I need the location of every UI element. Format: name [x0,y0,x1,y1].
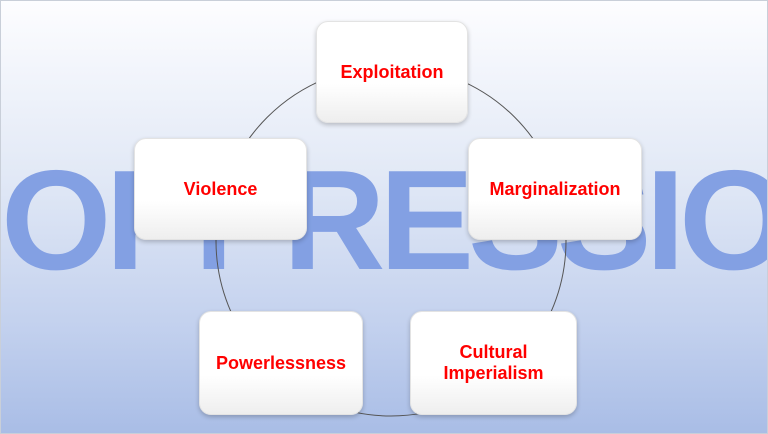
cycle-node-label: Marginalization [489,178,621,199]
cycle-node-powerlessness[interactable]: Powerlessness [199,311,363,415]
cycle-node-cultural-imperialism[interactable]: Cultural Imperialism [410,311,577,415]
cycle-node-label: Exploitation [340,61,444,82]
cycle-node-violence[interactable]: Violence [134,138,307,240]
cycle-node-label: Cultural Imperialism [443,342,544,383]
cycle-node-exploitation[interactable]: Exploitation [316,21,468,123]
cycle-node-label: Violence [183,178,258,199]
cycle-node-label: Powerlessness [215,352,347,373]
cycle-node-marginalization[interactable]: Marginalization [468,138,642,240]
